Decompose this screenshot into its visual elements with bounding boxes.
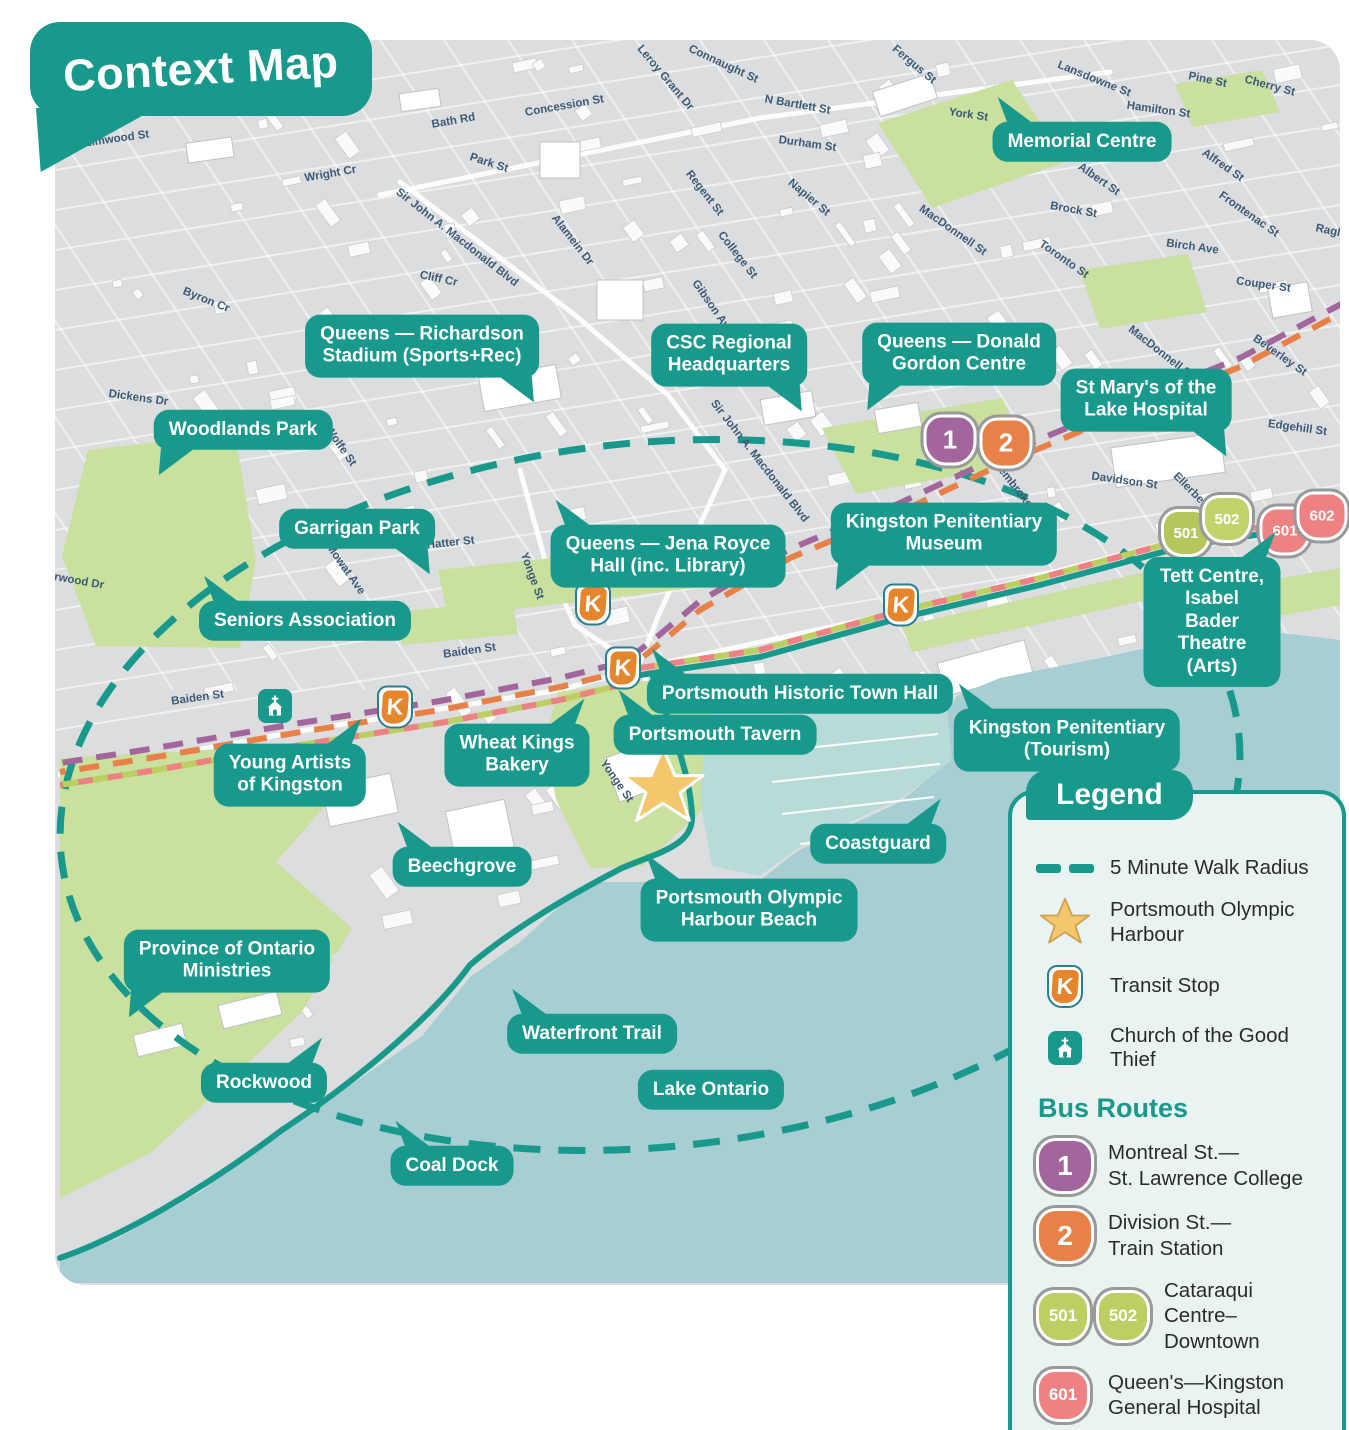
map-callout: Young Artists of Kingston bbox=[213, 718, 367, 807]
bus-routes-heading: Bus Routes bbox=[1038, 1092, 1189, 1123]
title-bubble: Context Map bbox=[30, 22, 372, 116]
bus-route-501-502: 501 502 Cataraqui Centre– Downtown bbox=[1036, 1278, 1318, 1355]
legend-panel: Legend 5 Minute Walk Radius Portsmouth O… bbox=[1008, 770, 1346, 1430]
transit-stop-icon: K bbox=[1036, 964, 1094, 1008]
map-callout: Kingston Penitentiary (Tourism) bbox=[953, 683, 1181, 772]
legend-item-walk-radius: 5 Minute Walk Radius bbox=[1036, 856, 1318, 881]
star-icon bbox=[1036, 897, 1094, 949]
map-callout: Portsmouth Tavern bbox=[613, 689, 817, 756]
map-callout: Kingston Penitentiary Museum bbox=[830, 502, 1058, 591]
map-callout: St Mary's of the Lake Hospital bbox=[1060, 368, 1232, 457]
route-1-map-badge: 1 bbox=[923, 414, 977, 466]
page-title: Context Map bbox=[62, 35, 340, 102]
street-label: Hatter St bbox=[426, 535, 475, 552]
map-callout: Beechgrove bbox=[392, 821, 532, 888]
portsmouth-olympic-harbour-star-icon bbox=[621, 746, 705, 822]
map-callout: Queens — Richardson Stadium (Sports+Rec) bbox=[305, 314, 539, 403]
route-601-badge: 601 bbox=[1036, 1368, 1090, 1422]
map-callout: Waterfront Trail bbox=[507, 988, 677, 1055]
walk-radius-circle bbox=[56, 436, 1244, 1154]
route-2-map-badge: 2 bbox=[979, 417, 1033, 469]
route-501-badge: 501 bbox=[1036, 1289, 1090, 1343]
map-callout: Rockwood bbox=[200, 1037, 328, 1104]
map-callout: Memorial Centre bbox=[992, 96, 1172, 163]
church-icon bbox=[1036, 1031, 1094, 1066]
map-callout: Province of Ontario Ministries bbox=[123, 929, 331, 1018]
bus-route-601: 601 Queen's—Kingston General Hospital bbox=[1036, 1368, 1318, 1422]
map-callout: Coal Dock bbox=[390, 1120, 514, 1187]
transit-stop-icon: K bbox=[377, 685, 413, 729]
bus-route-2: 2 Division St.— Train Station bbox=[1036, 1207, 1318, 1264]
map-callout: Garrigan Park bbox=[279, 508, 435, 575]
map-callout: Seniors Association bbox=[199, 575, 411, 642]
map-callout: Tett Centre, Isabel Bader Theatre (Arts) bbox=[1143, 531, 1281, 688]
route-502-map-badge: 502 bbox=[1202, 495, 1252, 543]
street-label: York St bbox=[948, 106, 989, 123]
church-of-the-good-thief-icon bbox=[258, 689, 292, 723]
map-callout: Portsmouth Olympic Harbour Beach bbox=[640, 853, 858, 942]
map-callout: Wheat Kings Bakery bbox=[444, 698, 590, 787]
map-callout: Queens — Jena Royce Hall (inc. Library) bbox=[550, 499, 786, 588]
transit-stop-icon: K bbox=[605, 646, 641, 690]
map-callout: CSC Regional Headquarters bbox=[651, 323, 807, 412]
bus-route-1: 1 Montreal St.— St. Lawrence College bbox=[1036, 1137, 1318, 1194]
route-1-badge: 1 bbox=[1036, 1137, 1094, 1194]
legend-title: Legend bbox=[1026, 770, 1193, 820]
map-callout: Woodlands Park bbox=[153, 409, 333, 476]
route-502-badge: 502 bbox=[1096, 1289, 1150, 1343]
transit-stop-icon: K bbox=[883, 583, 919, 627]
legend-item-church: Church of the Good Thief bbox=[1036, 1024, 1318, 1073]
transit-stop-icon: K bbox=[575, 582, 611, 626]
route-2-badge: 2 bbox=[1036, 1207, 1094, 1264]
map-callout: Queens — Donald Gordon Centre bbox=[862, 322, 1056, 411]
walk-radius-dash-icon bbox=[1036, 863, 1094, 873]
map-callout: Lake Ontario bbox=[637, 1069, 785, 1111]
legend-item-harbour: Portsmouth Olympic Harbour bbox=[1036, 897, 1318, 949]
legend-item-transit: K Transit Stop bbox=[1036, 964, 1318, 1008]
map-callout: Coastguard bbox=[810, 798, 946, 865]
map-callout: Portsmouth Historic Town Hall bbox=[646, 648, 954, 715]
route-602-map-badge: 602 bbox=[1296, 491, 1348, 541]
